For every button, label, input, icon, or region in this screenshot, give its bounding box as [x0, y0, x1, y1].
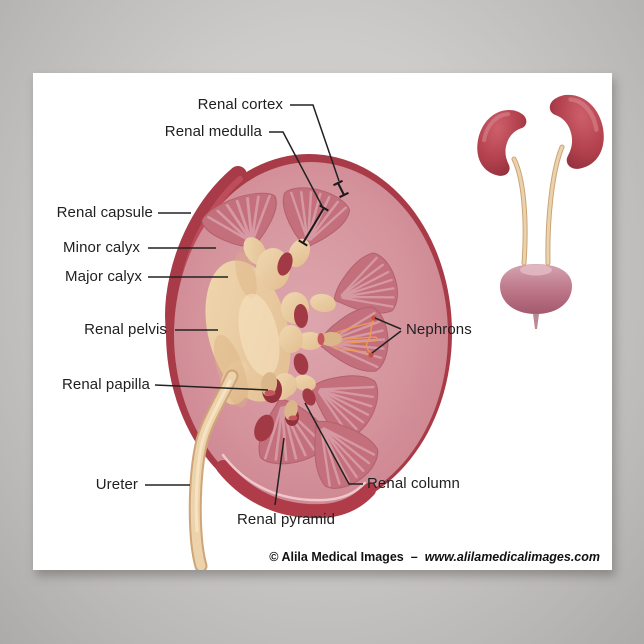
- poster-artwork: [145, 73, 612, 570]
- label-major-calyx: Major calyx: [65, 268, 142, 285]
- credit-separator: –: [410, 550, 418, 564]
- label-renal-pelvis: Renal pelvis: [84, 321, 167, 338]
- mini-urethra: [533, 314, 539, 329]
- ureter-shape: [188, 369, 239, 570]
- label-renal-column: Renal column: [367, 475, 460, 492]
- mini-ureters: [511, 144, 565, 266]
- label-renal-capsule: Renal capsule: [56, 204, 153, 221]
- label-renal-pyramid: Renal pyramid: [237, 511, 336, 528]
- kidney-anatomy-poster: Renal cortex Renal medulla Renal capsule…: [33, 73, 612, 570]
- urinary-system-illustration: [468, 89, 611, 329]
- label-minor-calyx: Minor calyx: [63, 239, 140, 256]
- label-renal-medulla: Renal medulla: [164, 123, 262, 140]
- label-renal-cortex: Renal cortex: [197, 96, 283, 113]
- renal-sinus-wedges: [254, 252, 316, 442]
- kidney-cross-section-illustration: [165, 154, 452, 570]
- label-renal-papilla: Renal papilla: [61, 376, 150, 393]
- website-text: www.alilamedicalimages.com: [424, 550, 600, 564]
- mini-bladder: [500, 264, 572, 329]
- measurement-bars: [298, 179, 349, 247]
- copyright-text: © Alila Medical Images: [269, 550, 404, 564]
- credit-line: © Alila Medical Images–www.alilamedicali…: [269, 550, 600, 565]
- label-ureter: Ureter: [95, 476, 138, 493]
- leader-lines: [145, 104, 402, 506]
- label-nephrons: Nephrons: [406, 321, 472, 338]
